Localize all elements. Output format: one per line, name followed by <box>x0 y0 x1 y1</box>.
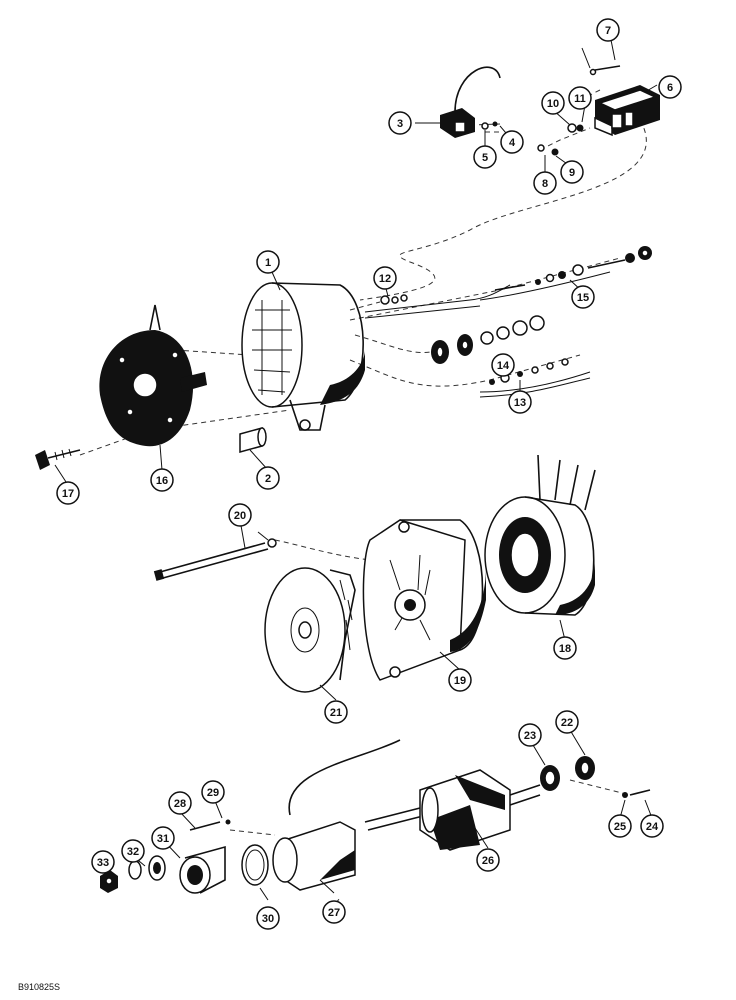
callout-circle <box>596 18 620 42</box>
front-housing <box>362 519 486 681</box>
callout-circle <box>608 814 632 838</box>
callout-circle <box>168 791 192 815</box>
callout-circle <box>658 75 682 99</box>
callout-number: 6 <box>667 82 673 94</box>
callout-number: 1 <box>265 257 271 269</box>
callout-number: 9 <box>569 167 575 179</box>
callout-circle <box>640 814 664 838</box>
terminal-hardware <box>364 246 652 398</box>
callout-circle <box>476 848 500 872</box>
callout-circle <box>256 250 280 274</box>
rear-housing <box>241 282 365 431</box>
callout-number: 33 <box>97 857 109 869</box>
callout-number: 30 <box>262 913 274 925</box>
figure-id: B910825S <box>18 982 60 992</box>
callout-circle <box>324 700 348 724</box>
callout-circle <box>201 780 225 804</box>
callout-circle <box>373 266 397 290</box>
callout-number: 24 <box>646 821 659 833</box>
callout-number: 17 <box>62 488 74 500</box>
callout-number: 32 <box>127 846 139 858</box>
callout-circle <box>91 850 115 874</box>
callout-number: 2 <box>265 473 271 485</box>
callout-number: 4 <box>509 137 516 149</box>
callout-circle <box>150 468 174 492</box>
callout-number: 12 <box>379 273 391 285</box>
voltage-regulator <box>594 85 660 137</box>
regulator-screws <box>537 65 621 156</box>
callout-number: 26 <box>482 855 494 867</box>
callout-number: 29 <box>207 787 219 799</box>
callout-circle <box>533 171 557 195</box>
callout-number: 20 <box>234 510 246 522</box>
callout-circle <box>553 636 577 660</box>
callout-number: 23 <box>524 730 536 742</box>
callout-number: 10 <box>547 98 559 110</box>
callout-number: 28 <box>174 798 186 810</box>
bearings-top <box>540 756 651 798</box>
callout-number: 5 <box>482 152 488 164</box>
callout-circle <box>151 826 175 850</box>
callout-circle <box>228 503 252 527</box>
callout-number: 25 <box>614 821 626 833</box>
callout-circle <box>560 160 584 184</box>
bushing <box>239 427 267 453</box>
callout-circle <box>56 481 80 505</box>
through-bolt <box>153 538 277 581</box>
field-coil <box>272 739 401 891</box>
assembly-guide-lines <box>79 89 647 911</box>
callout-circle <box>388 111 412 135</box>
fan-pulley <box>264 567 356 693</box>
callout-circle <box>448 668 472 692</box>
callout-circle <box>571 285 595 309</box>
callout-circle <box>541 91 565 115</box>
brush-holder <box>440 66 501 138</box>
stator <box>484 454 596 616</box>
callout-circle <box>491 353 515 377</box>
callout-circle <box>568 86 592 110</box>
callout-number: 31 <box>157 833 169 845</box>
callout-number: 16 <box>156 475 168 487</box>
callout-number: 18 <box>559 643 571 655</box>
callout-number: 19 <box>454 675 466 687</box>
callout-number: 11 <box>574 93 586 105</box>
screw <box>35 448 81 470</box>
callout-circle <box>121 839 145 863</box>
callout-circle <box>256 906 280 930</box>
rotor-assembly <box>364 769 541 851</box>
callout-number: 3 <box>397 118 403 130</box>
callout-number: 13 <box>514 397 526 409</box>
callout-circle <box>256 466 280 490</box>
callout-circle <box>518 723 542 747</box>
callout-number: 7 <box>605 25 611 37</box>
callout-circle <box>473 145 497 169</box>
rectifier-assembly <box>99 304 207 447</box>
callout-number: 8 <box>542 178 548 190</box>
callout-number: 15 <box>577 292 589 304</box>
bearings-bottom <box>100 819 269 894</box>
callout-circle <box>508 390 532 414</box>
callout-number: 22 <box>561 717 573 729</box>
callout-circle <box>500 130 524 154</box>
callout-number: 27 <box>328 907 340 919</box>
callout-circle <box>322 900 346 924</box>
callout-number: 21 <box>330 707 342 719</box>
callout-circle <box>555 710 579 734</box>
callout-number: 14 <box>497 360 510 372</box>
